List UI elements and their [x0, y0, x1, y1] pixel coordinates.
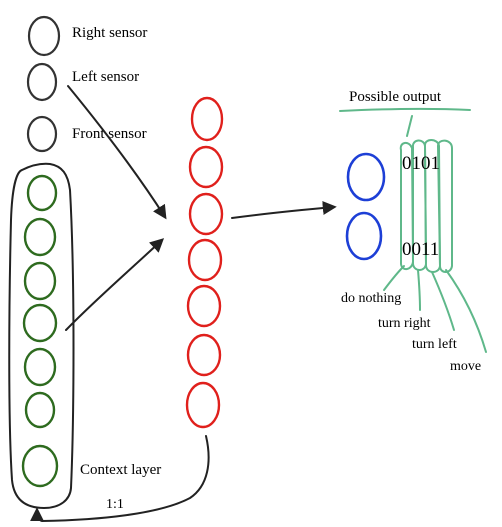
action-label: move — [450, 359, 481, 374]
hidden-neuron — [186, 284, 222, 328]
front-sensor-neuron — [26, 115, 58, 153]
action-line-do-nothing — [383, 265, 405, 291]
hidden-to-context-feedback-arrow — [30, 435, 210, 522]
feedback-ratio-label: 1:1 — [106, 497, 124, 512]
action-label: turn right — [378, 316, 431, 331]
action-label: do nothing — [341, 291, 401, 306]
front-sensor-label: Front sensor — [72, 126, 147, 142]
output-title-connector — [406, 115, 413, 137]
output-top-bits: 0101 — [402, 153, 440, 174]
hidden-to-output-arrow — [231, 201, 337, 219]
context-layer-enclosure — [8, 162, 75, 509]
action-line-turn-left — [431, 271, 455, 331]
context-neuron — [23, 347, 57, 387]
action-label: turn left — [412, 337, 457, 352]
output-column — [437, 139, 453, 273]
left-sensor-neuron — [26, 62, 58, 102]
hidden-neuron — [188, 192, 224, 236]
hidden-neuron — [185, 381, 221, 429]
action-line-move — [445, 269, 487, 353]
output-neuron-top — [346, 152, 386, 202]
output-neuron-bottom — [345, 211, 383, 261]
sensor-to-hidden-arrow — [67, 85, 167, 220]
context-neuron — [26, 174, 58, 212]
output-columns — [399, 139, 453, 273]
possible-output-title: Possible output — [349, 89, 442, 105]
action-line-turn-right — [417, 269, 421, 311]
context-neuron — [23, 261, 57, 301]
hidden-neuron — [187, 238, 223, 282]
right-sensor-label: Right sensor — [72, 25, 147, 41]
output-title-underline — [339, 107, 471, 112]
output-bottom-bits: 0011 — [402, 239, 439, 260]
context-neuron — [24, 391, 56, 429]
context-neuron — [21, 444, 59, 488]
hidden-neuron — [188, 145, 224, 189]
left-sensor-label: Left sensor — [72, 69, 139, 85]
context-neuron — [22, 303, 58, 343]
hidden-neurons — [185, 96, 224, 429]
sensor-neurons — [26, 15, 61, 153]
context-neuron — [23, 217, 57, 257]
context-to-hidden-arrow — [65, 238, 165, 331]
right-sensor-neuron — [27, 15, 61, 57]
context-neurons — [21, 174, 59, 488]
hidden-neuron — [186, 333, 222, 377]
hidden-neuron — [190, 96, 224, 142]
context-layer-label: Context layer — [80, 462, 161, 478]
